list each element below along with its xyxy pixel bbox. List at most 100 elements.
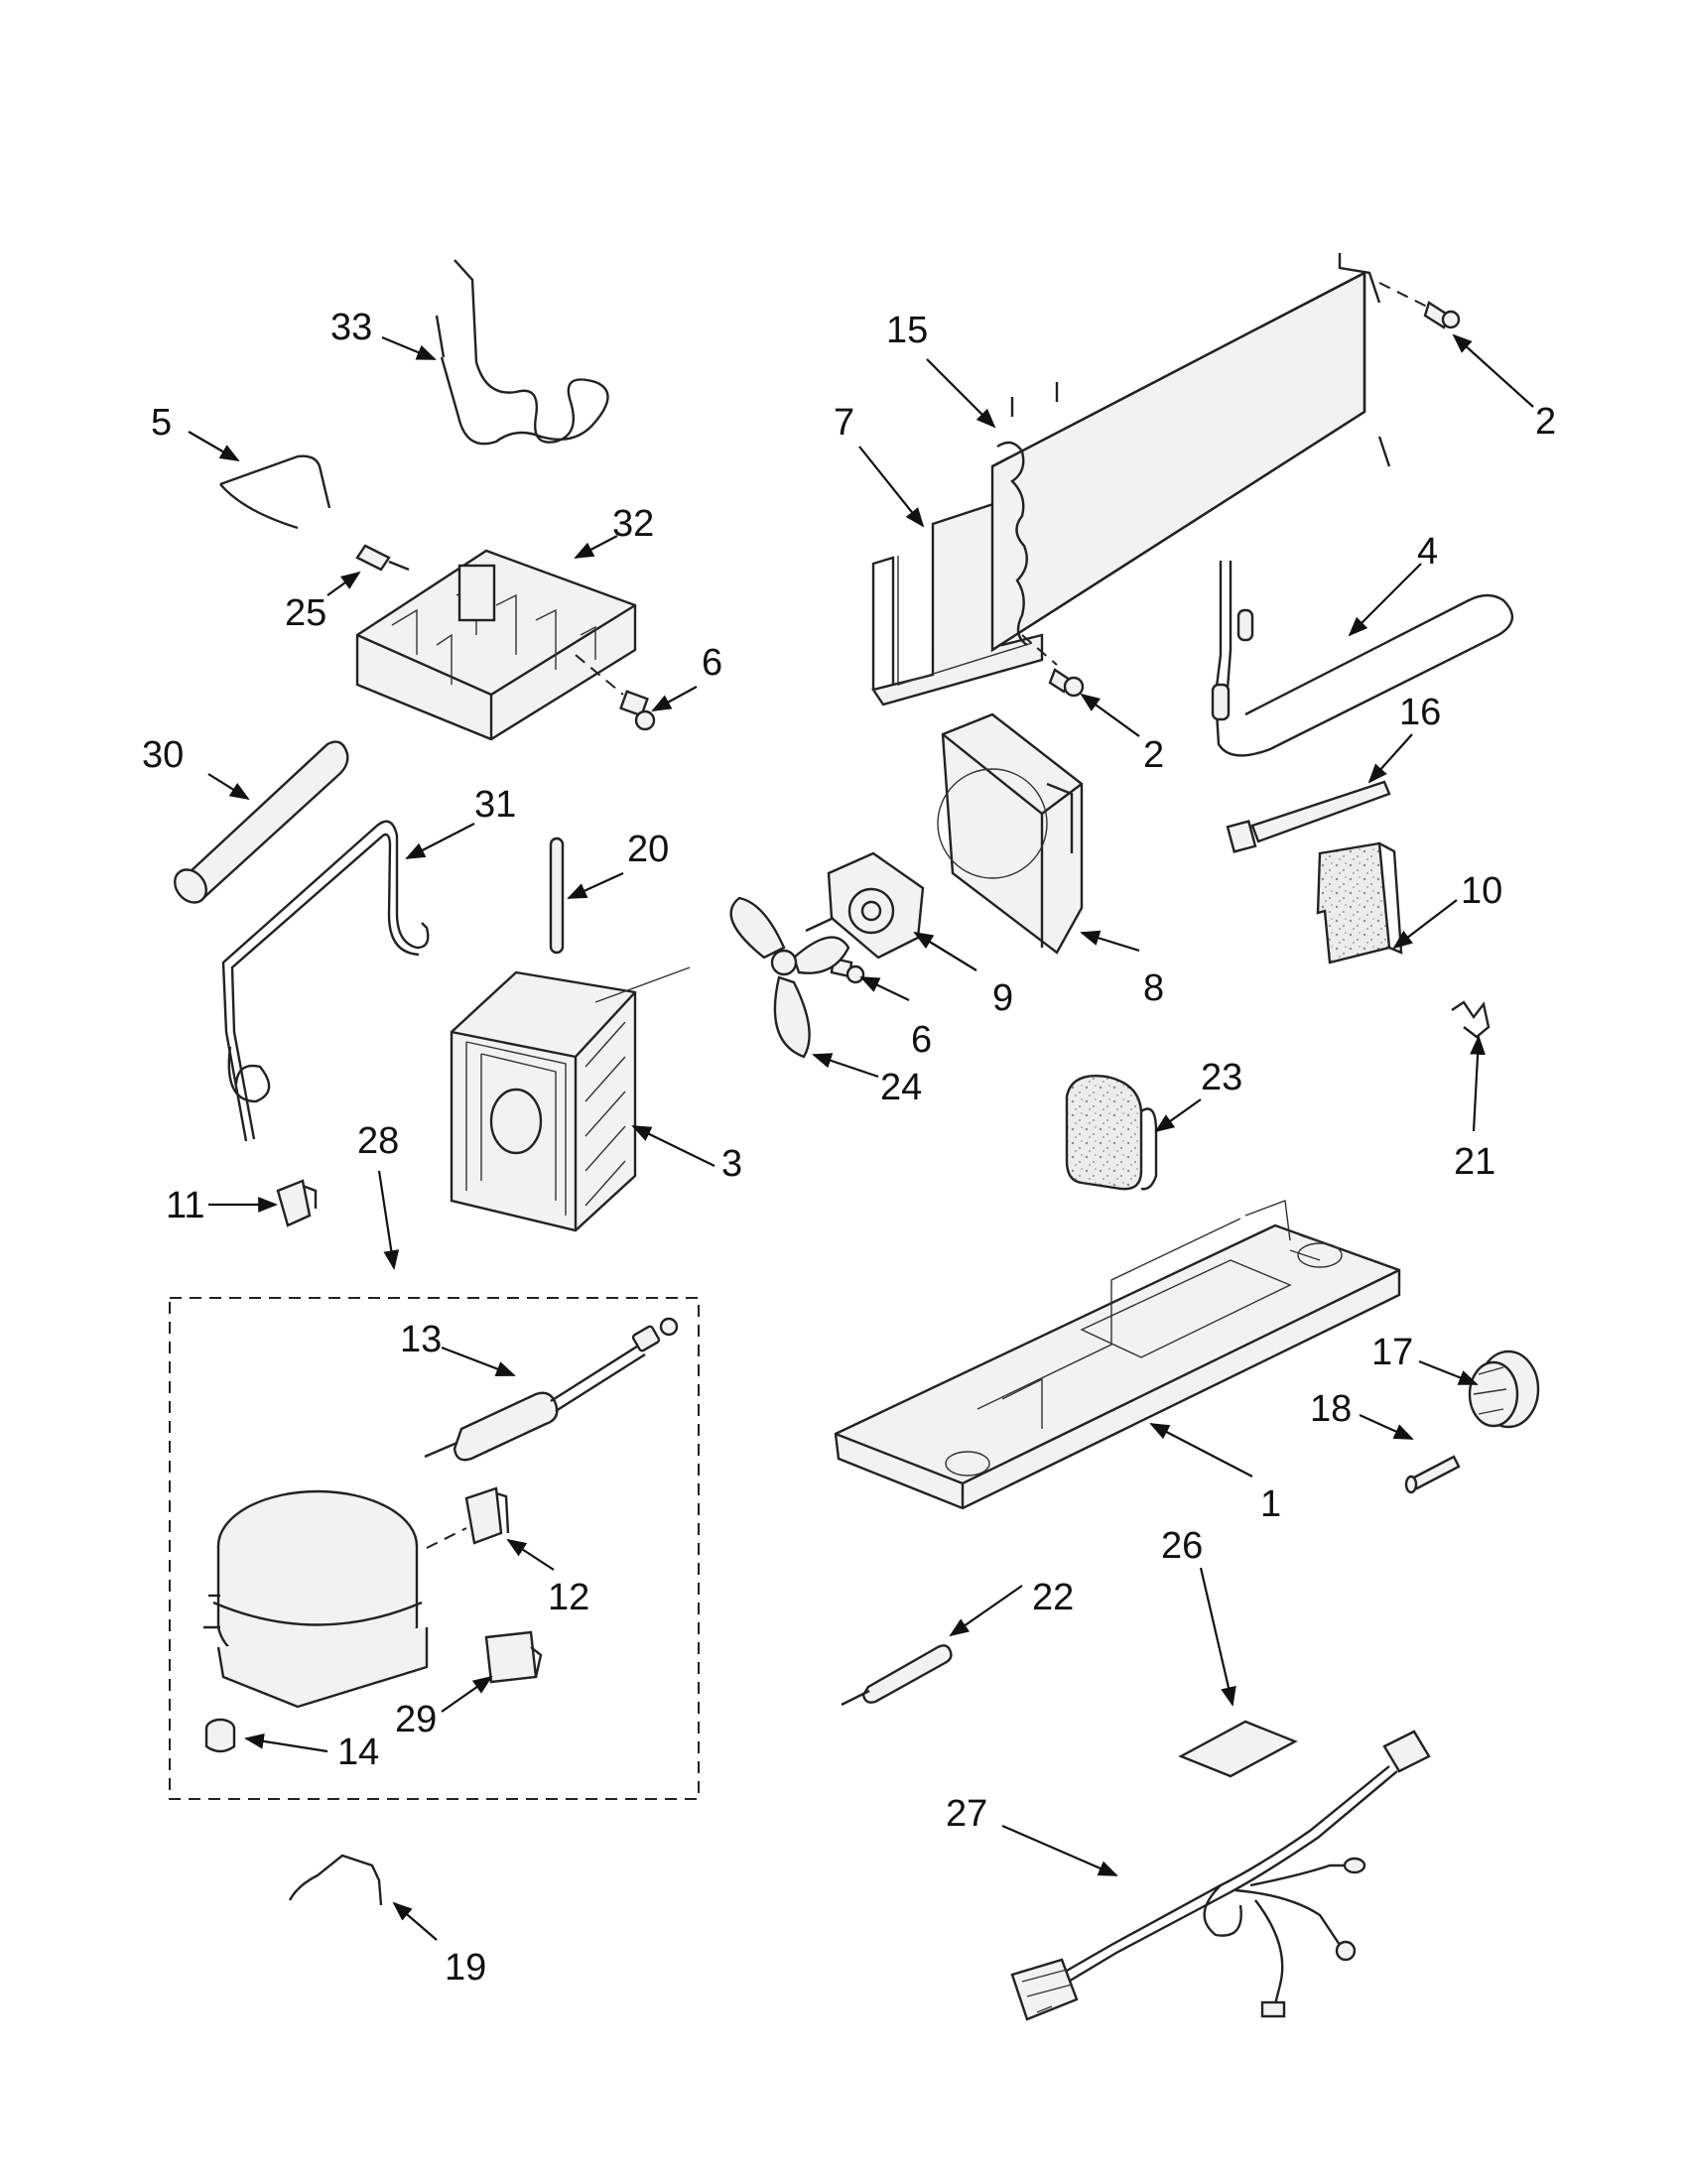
leader-2b	[1080, 693, 1140, 737]
axle-pin	[1404, 1455, 1461, 1494]
leader-31	[405, 823, 475, 859]
callout-6-upper: 6	[702, 642, 722, 684]
leader-15	[926, 358, 996, 429]
leader-28	[377, 1170, 400, 1270]
callout-10: 10	[1461, 870, 1502, 912]
callout-23: 23	[1201, 1057, 1242, 1098]
leader-13	[441, 1346, 516, 1377]
callout-25: 25	[285, 592, 326, 634]
callout-8: 8	[1143, 967, 1164, 1009]
callout-11: 11	[166, 1185, 204, 1226]
wire-clip	[219, 454, 331, 530]
leader-2a	[1452, 333, 1534, 408]
callout-27: 27	[946, 1793, 987, 1835]
evaporator-coil	[990, 253, 1391, 653]
clip-19	[288, 1854, 383, 1906]
callout-32: 32	[612, 503, 654, 545]
callout-20: 20	[627, 829, 669, 870]
callout-28: 28	[357, 1120, 399, 1162]
callout-17: 17	[1371, 1332, 1413, 1373]
capillary-rod	[549, 836, 565, 955]
leader-14	[244, 1733, 328, 1753]
leader-5	[188, 431, 240, 461]
callout-5: 5	[151, 402, 172, 444]
leader-29	[441, 1675, 493, 1713]
control-housing	[355, 549, 637, 741]
leader-6b	[859, 976, 910, 1001]
clip-11	[276, 1179, 318, 1227]
leader-25	[326, 571, 361, 596]
callout-12: 12	[548, 1577, 589, 1618]
leader-19	[392, 1901, 438, 1941]
leader-17	[1418, 1359, 1479, 1386]
insulation-tube	[174, 740, 349, 904]
foam-pad-10	[1316, 841, 1403, 964]
defrost-heater	[1211, 561, 1513, 757]
callout-2-top: 2	[1535, 401, 1556, 443]
defrost-heater-wire	[435, 259, 609, 446]
leader-6a	[651, 686, 698, 711]
compressor	[203, 1489, 429, 1709]
leader-21	[1470, 1035, 1486, 1132]
callout-4: 4	[1417, 531, 1438, 573]
leader-4	[1348, 563, 1422, 637]
leader-1	[1149, 1423, 1253, 1477]
leader-10	[1392, 899, 1458, 950]
callout-33: 33	[330, 307, 372, 348]
leader-30	[207, 773, 250, 801]
callout-14: 14	[337, 1732, 379, 1773]
callout-3: 3	[721, 1143, 742, 1185]
leader-22	[949, 1585, 1023, 1637]
compressor-assembly-box	[169, 1297, 700, 1800]
callout-6-lower: 6	[911, 1019, 932, 1061]
cap-tube-rod	[841, 1644, 953, 1707]
leader-24	[812, 1053, 879, 1079]
callout-13: 13	[400, 1319, 442, 1360]
leader-20	[567, 871, 624, 900]
base-pan	[834, 1200, 1401, 1510]
fan-shroud	[937, 712, 1084, 955]
evaporator-screw-bottom	[1021, 634, 1085, 698]
label-sticker	[1178, 1720, 1298, 1778]
screw-6-upper	[575, 654, 656, 731]
callout-30: 30	[142, 734, 184, 776]
cable-tie	[1226, 780, 1391, 853]
callout-29: 29	[395, 1699, 437, 1740]
leader-26	[1199, 1567, 1236, 1707]
foam-block-23	[1065, 1075, 1158, 1191]
callout-7: 7	[834, 402, 854, 444]
filter-drier	[424, 1317, 679, 1462]
fan-motor	[805, 851, 925, 960]
evaporator-screw-top	[1378, 282, 1461, 329]
drain-tube	[221, 820, 430, 1142]
grommet	[204, 1718, 236, 1753]
screw-25	[355, 544, 410, 572]
leader-18	[1359, 1413, 1414, 1441]
leader-32	[574, 535, 618, 559]
callout-22: 22	[1032, 1577, 1074, 1618]
callout-24: 24	[880, 1067, 922, 1108]
leader-16	[1367, 733, 1413, 784]
leader-7	[858, 446, 925, 528]
leader-12	[506, 1538, 555, 1571]
callout-18: 18	[1310, 1388, 1352, 1430]
leader-lines	[188, 333, 1534, 1941]
callout-16: 16	[1399, 692, 1441, 733]
condenser-coil	[450, 966, 691, 1232]
start-relay	[426, 1486, 510, 1549]
leader-8	[1080, 930, 1140, 953]
roller-wheel	[1468, 1349, 1540, 1429]
overload-protector	[484, 1630, 543, 1684]
callout-1: 1	[1260, 1483, 1281, 1525]
leader-9	[913, 931, 977, 971]
fan-blade	[729, 896, 850, 1059]
leader-27	[1001, 1824, 1118, 1877]
callout-21: 21	[1454, 1141, 1495, 1183]
callout-31: 31	[474, 784, 516, 826]
leader-33	[381, 335, 437, 361]
callout-9: 9	[992, 977, 1013, 1019]
callout-19: 19	[445, 1947, 486, 1989]
wiring-harness	[1010, 1730, 1431, 2021]
callout-labels: 33 5 32 25 6 30 31 20 3 11 28 13 12 29 1…	[142, 307, 1556, 1989]
